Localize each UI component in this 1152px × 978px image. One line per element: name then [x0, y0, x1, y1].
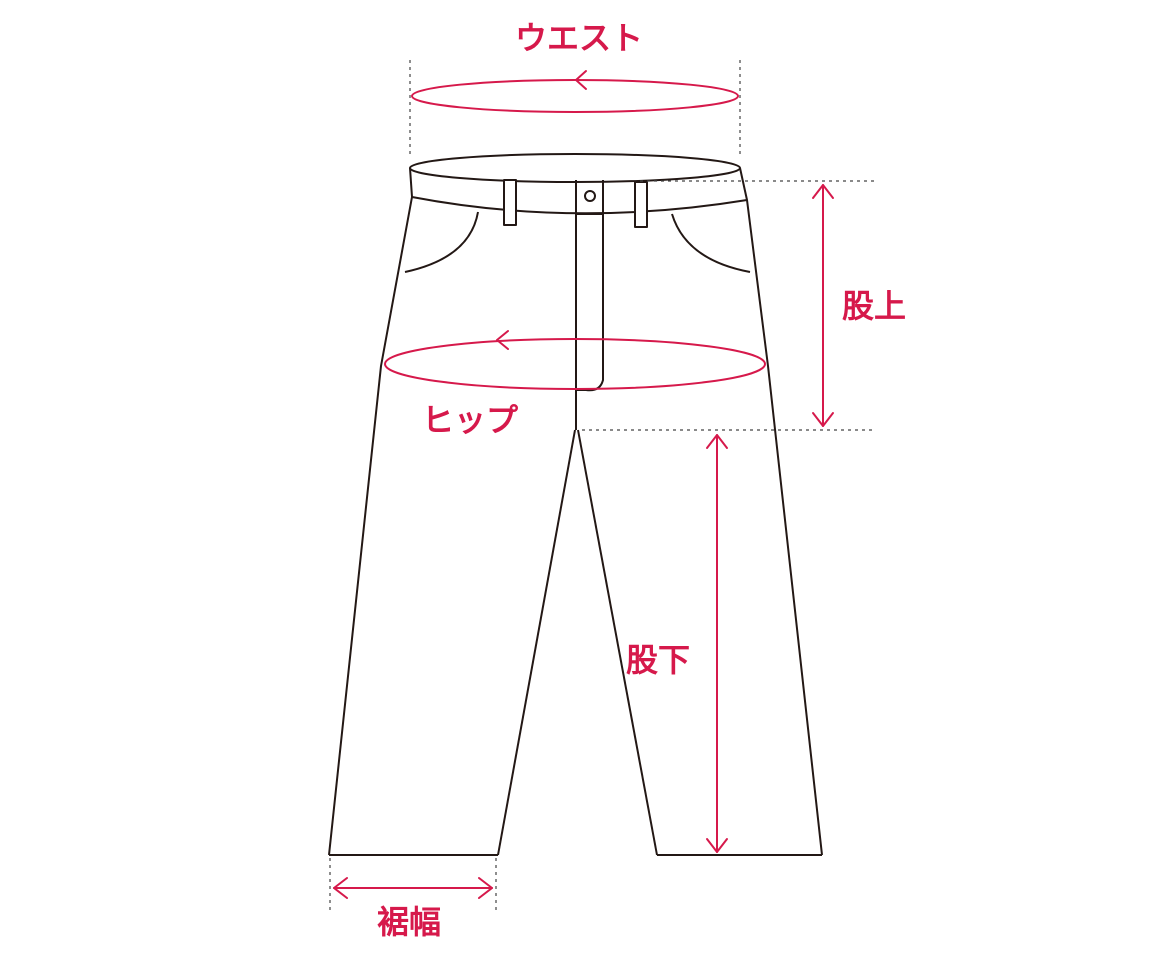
waistband-bottom — [411, 196, 748, 215]
right-inseam — [577, 429, 658, 856]
fly-stitch — [576, 214, 604, 392]
hem-arrowhead-right — [478, 877, 493, 899]
rise-arrowhead-top — [812, 184, 834, 199]
hip-measure-arrowhead — [496, 330, 509, 350]
waist-button — [584, 190, 596, 202]
rise-arrowhead-bottom — [812, 412, 834, 427]
waist-label: ウエスト — [515, 19, 644, 57]
right-outer-seam — [739, 167, 823, 856]
measure-marks — [333, 70, 834, 899]
inseam-arrowhead-top — [706, 434, 728, 449]
hem-arrowhead-left — [333, 877, 348, 899]
guide-lines — [329, 60, 875, 912]
waist-measure-arrowhead — [575, 70, 587, 90]
rise-label: 股上 — [842, 287, 907, 325]
waist-measure-ellipse — [411, 79, 739, 113]
hip-measure-ellipse — [384, 338, 766, 390]
inseam-label: 股下 — [626, 641, 691, 679]
inseam-arrowhead-bottom — [706, 838, 728, 853]
left-outer-seam — [328, 167, 413, 856]
left-inseam — [497, 429, 576, 856]
right-pocket — [671, 213, 751, 273]
left-pocket — [404, 211, 479, 273]
button-tab — [575, 180, 604, 215]
right-belt-loop — [634, 181, 648, 228]
waistband-top — [409, 153, 741, 183]
left-belt-loop — [503, 179, 517, 226]
hem-width-label: 裾幅 — [377, 903, 442, 941]
hip-label: ヒップ — [422, 401, 519, 439]
pants-illustration — [328, 153, 823, 856]
